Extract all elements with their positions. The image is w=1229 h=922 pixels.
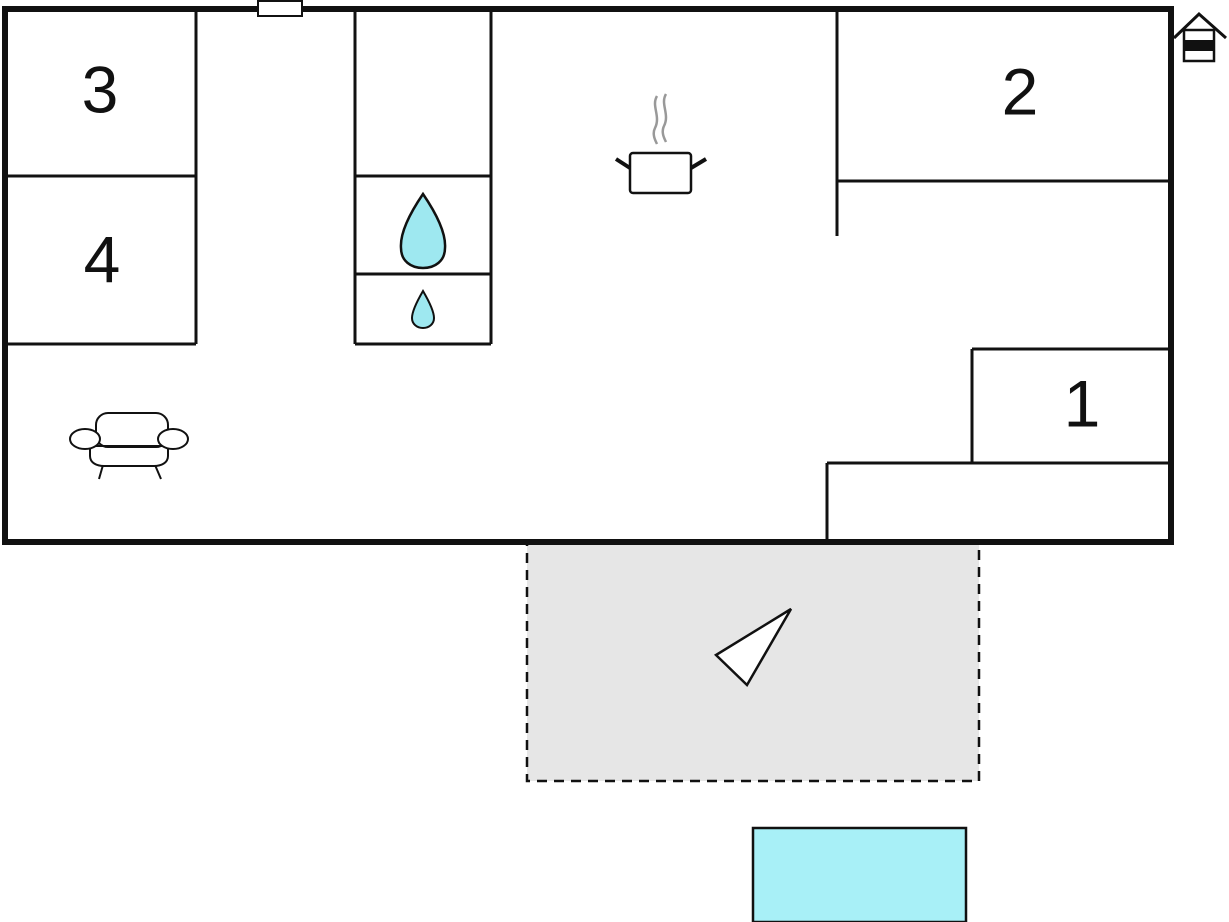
water-drop-small-icon <box>410 289 436 330</box>
pool <box>751 826 968 922</box>
house-icon <box>1172 11 1227 63</box>
cooking-pot-icon <box>614 93 708 195</box>
window <box>257 0 303 17</box>
room-label-4: 4 <box>84 222 121 296</box>
room-label-2: 2 <box>1002 54 1039 128</box>
water-drop-large-icon <box>399 191 447 270</box>
outer-wall <box>2 6 1174 545</box>
sofa-icon <box>69 412 189 480</box>
compass-direction-icon <box>713 607 793 688</box>
interior-walls <box>6 10 1168 541</box>
room-label-1: 1 <box>1064 366 1101 440</box>
room-label-3: 3 <box>82 52 119 126</box>
